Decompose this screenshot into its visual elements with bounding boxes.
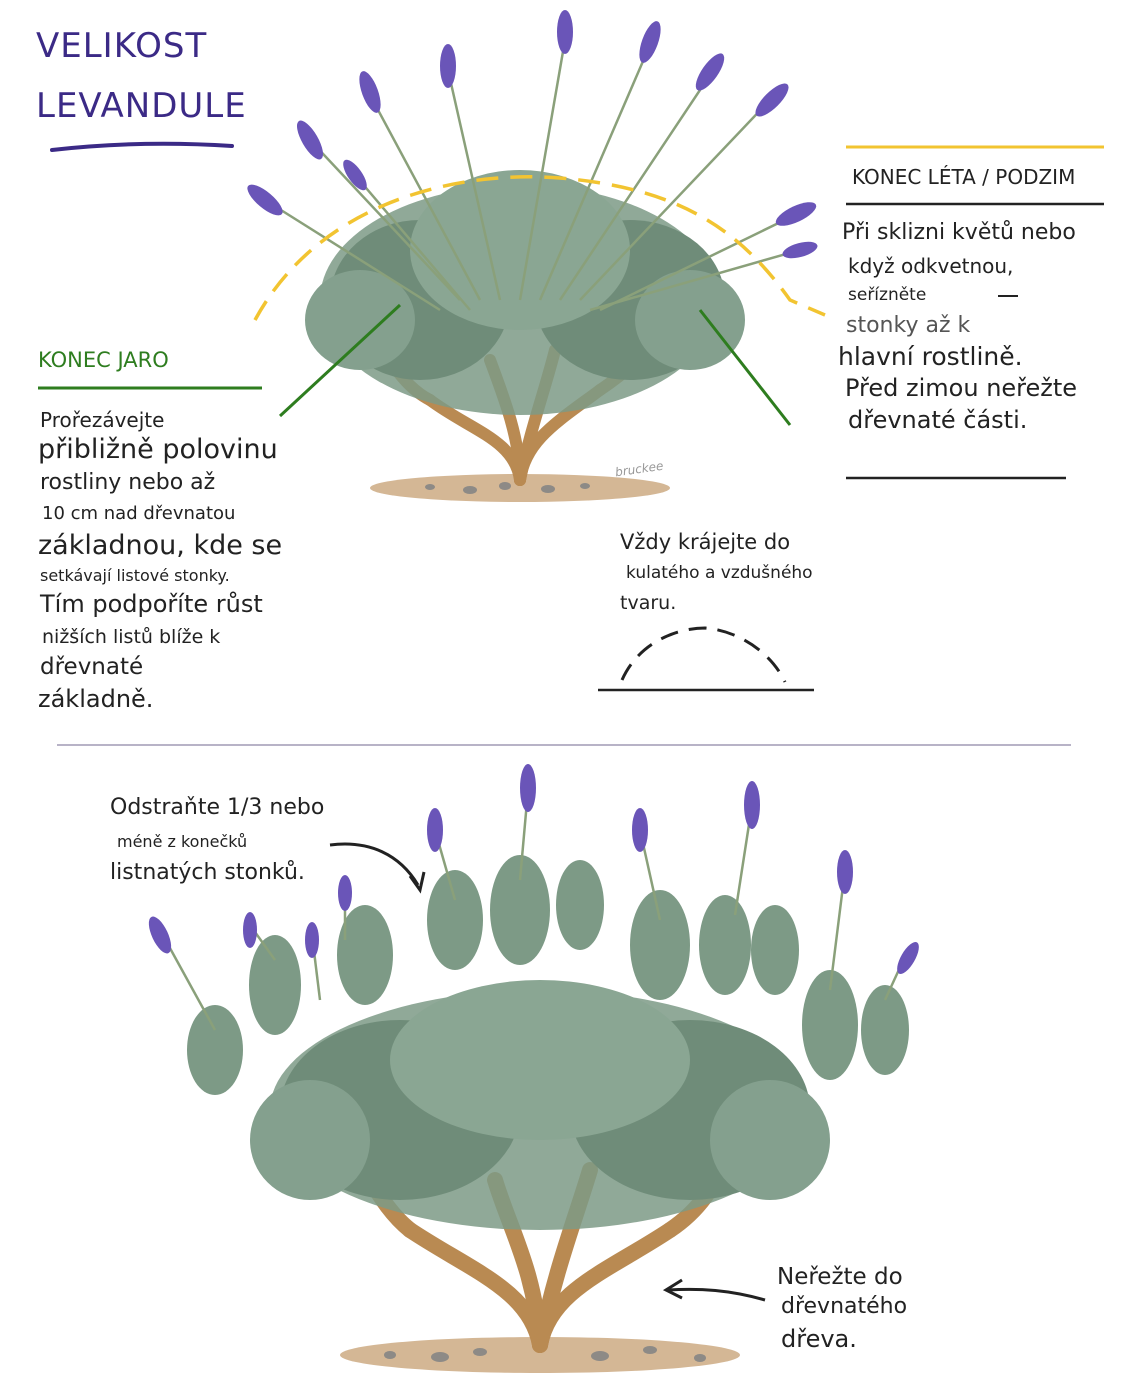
- spring-text-line: nižších listů blíže k: [42, 626, 221, 648]
- spring-text-line: přibližně polovinu: [38, 434, 278, 465]
- title-underline: [50, 141, 234, 152]
- page-title-line-2: LEVANDULE: [36, 86, 247, 126]
- shape-note-line: Vždy krájejte do: [620, 530, 791, 554]
- spring-cut-line-left: [278, 303, 402, 418]
- shape-note-line: tvaru.: [620, 592, 677, 614]
- wood-note-line: dřeva.: [781, 1325, 857, 1353]
- autumn-text-line: hlavní rostlině.: [838, 342, 1023, 371]
- top-flower-stems: [264, 39, 801, 312]
- spring-text-line: setkávají listové stonky.: [40, 566, 230, 585]
- wood-arrow: [667, 1287, 766, 1302]
- autumn-text-line: stonky až k: [846, 313, 971, 338]
- autumn-text-line: když odkvetnou,: [848, 254, 1014, 278]
- top-lavender-plant: [247, 10, 826, 502]
- autumn-text-line: Při sklizni květů nebo: [842, 220, 1076, 245]
- tips-arrow-head: [408, 871, 426, 894]
- spring-heading: KONEC JARO: [38, 348, 169, 372]
- tips-note-line: listnatých stonků.: [110, 860, 305, 885]
- spring-text-line: Prořezávejte: [40, 408, 165, 432]
- top-flower-spikes: [247, 10, 818, 259]
- spring-text-line: základnou, kde se: [38, 530, 283, 561]
- round-shape-diagram: [620, 626, 787, 683]
- spring-text-line: dřevnaté: [40, 654, 144, 680]
- top-ground: [370, 474, 670, 502]
- wood-arrow-head: [662, 1278, 683, 1300]
- autumn-heading: KONEC LÉTA / PODZIM: [852, 165, 1076, 189]
- autumn-text-line: seřízněte: [848, 285, 927, 305]
- wood-note-line: dřevnatého: [781, 1294, 908, 1319]
- spring-text-line: základně.: [38, 685, 154, 713]
- bottom-foliage: [250, 980, 830, 1230]
- cut-stem-tips: [148, 764, 919, 1095]
- wood-note-line: Neřežte do: [777, 1264, 903, 1290]
- spring-cut-line-right: [698, 309, 792, 426]
- tips-note-line: méně z konečků: [117, 832, 248, 851]
- spring-text-line: 10 cm nad dřevnatou: [42, 503, 236, 524]
- shape-note-line: kulatého a vzdušného: [626, 563, 813, 583]
- bottom-ground: [340, 1337, 740, 1373]
- autumn-text-line: Před zimou neřežte: [845, 374, 1078, 402]
- autumn-cut-line: [253, 175, 826, 321]
- page-title-line-1: VELIKOST: [36, 26, 208, 66]
- bottom-lavender-plant: [148, 764, 919, 1373]
- spring-text-line: Tím podpoříte růst: [40, 590, 263, 618]
- tips-note-line: Odstraňte 1/3 nebo: [110, 795, 325, 820]
- spring-text-line: rostliny nebo až: [40, 470, 216, 495]
- autumn-text-line: dřevnaté části.: [848, 406, 1028, 434]
